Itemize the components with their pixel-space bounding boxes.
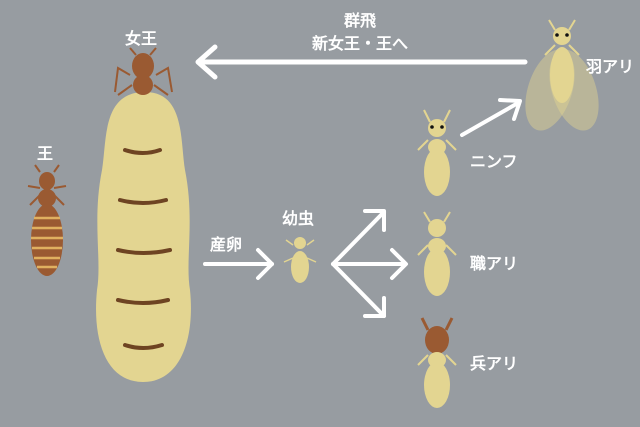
alate-termite-icon xyxy=(525,19,599,131)
arrow-branch xyxy=(331,209,408,318)
king-label: 王 xyxy=(37,144,54,163)
larva-termite-icon xyxy=(283,237,317,283)
soldier-label: 兵アリ xyxy=(470,354,519,373)
worker-termite-icon xyxy=(417,211,457,296)
queen-label: 女王 xyxy=(125,29,158,48)
swarming-label: 群飛 xyxy=(343,11,376,30)
arrow-nymph-to-alate xyxy=(460,98,522,137)
king-termite-icon xyxy=(27,164,67,276)
worker-label: 職アリ xyxy=(470,254,519,273)
arrow-swarm xyxy=(195,44,528,80)
nymph-termite-icon xyxy=(417,109,457,196)
alate-label: 羽アリ xyxy=(586,57,635,76)
to-new-royals-label: 新女王・王へ xyxy=(311,34,408,53)
queen-termite-icon xyxy=(96,47,191,382)
egg-laying-label: 産卵 xyxy=(210,235,243,254)
nymph-label: ニンフ xyxy=(470,152,518,171)
arrow-egg xyxy=(203,248,274,280)
soldier-termite-icon xyxy=(417,317,457,408)
larva-label: 幼虫 xyxy=(282,209,315,228)
